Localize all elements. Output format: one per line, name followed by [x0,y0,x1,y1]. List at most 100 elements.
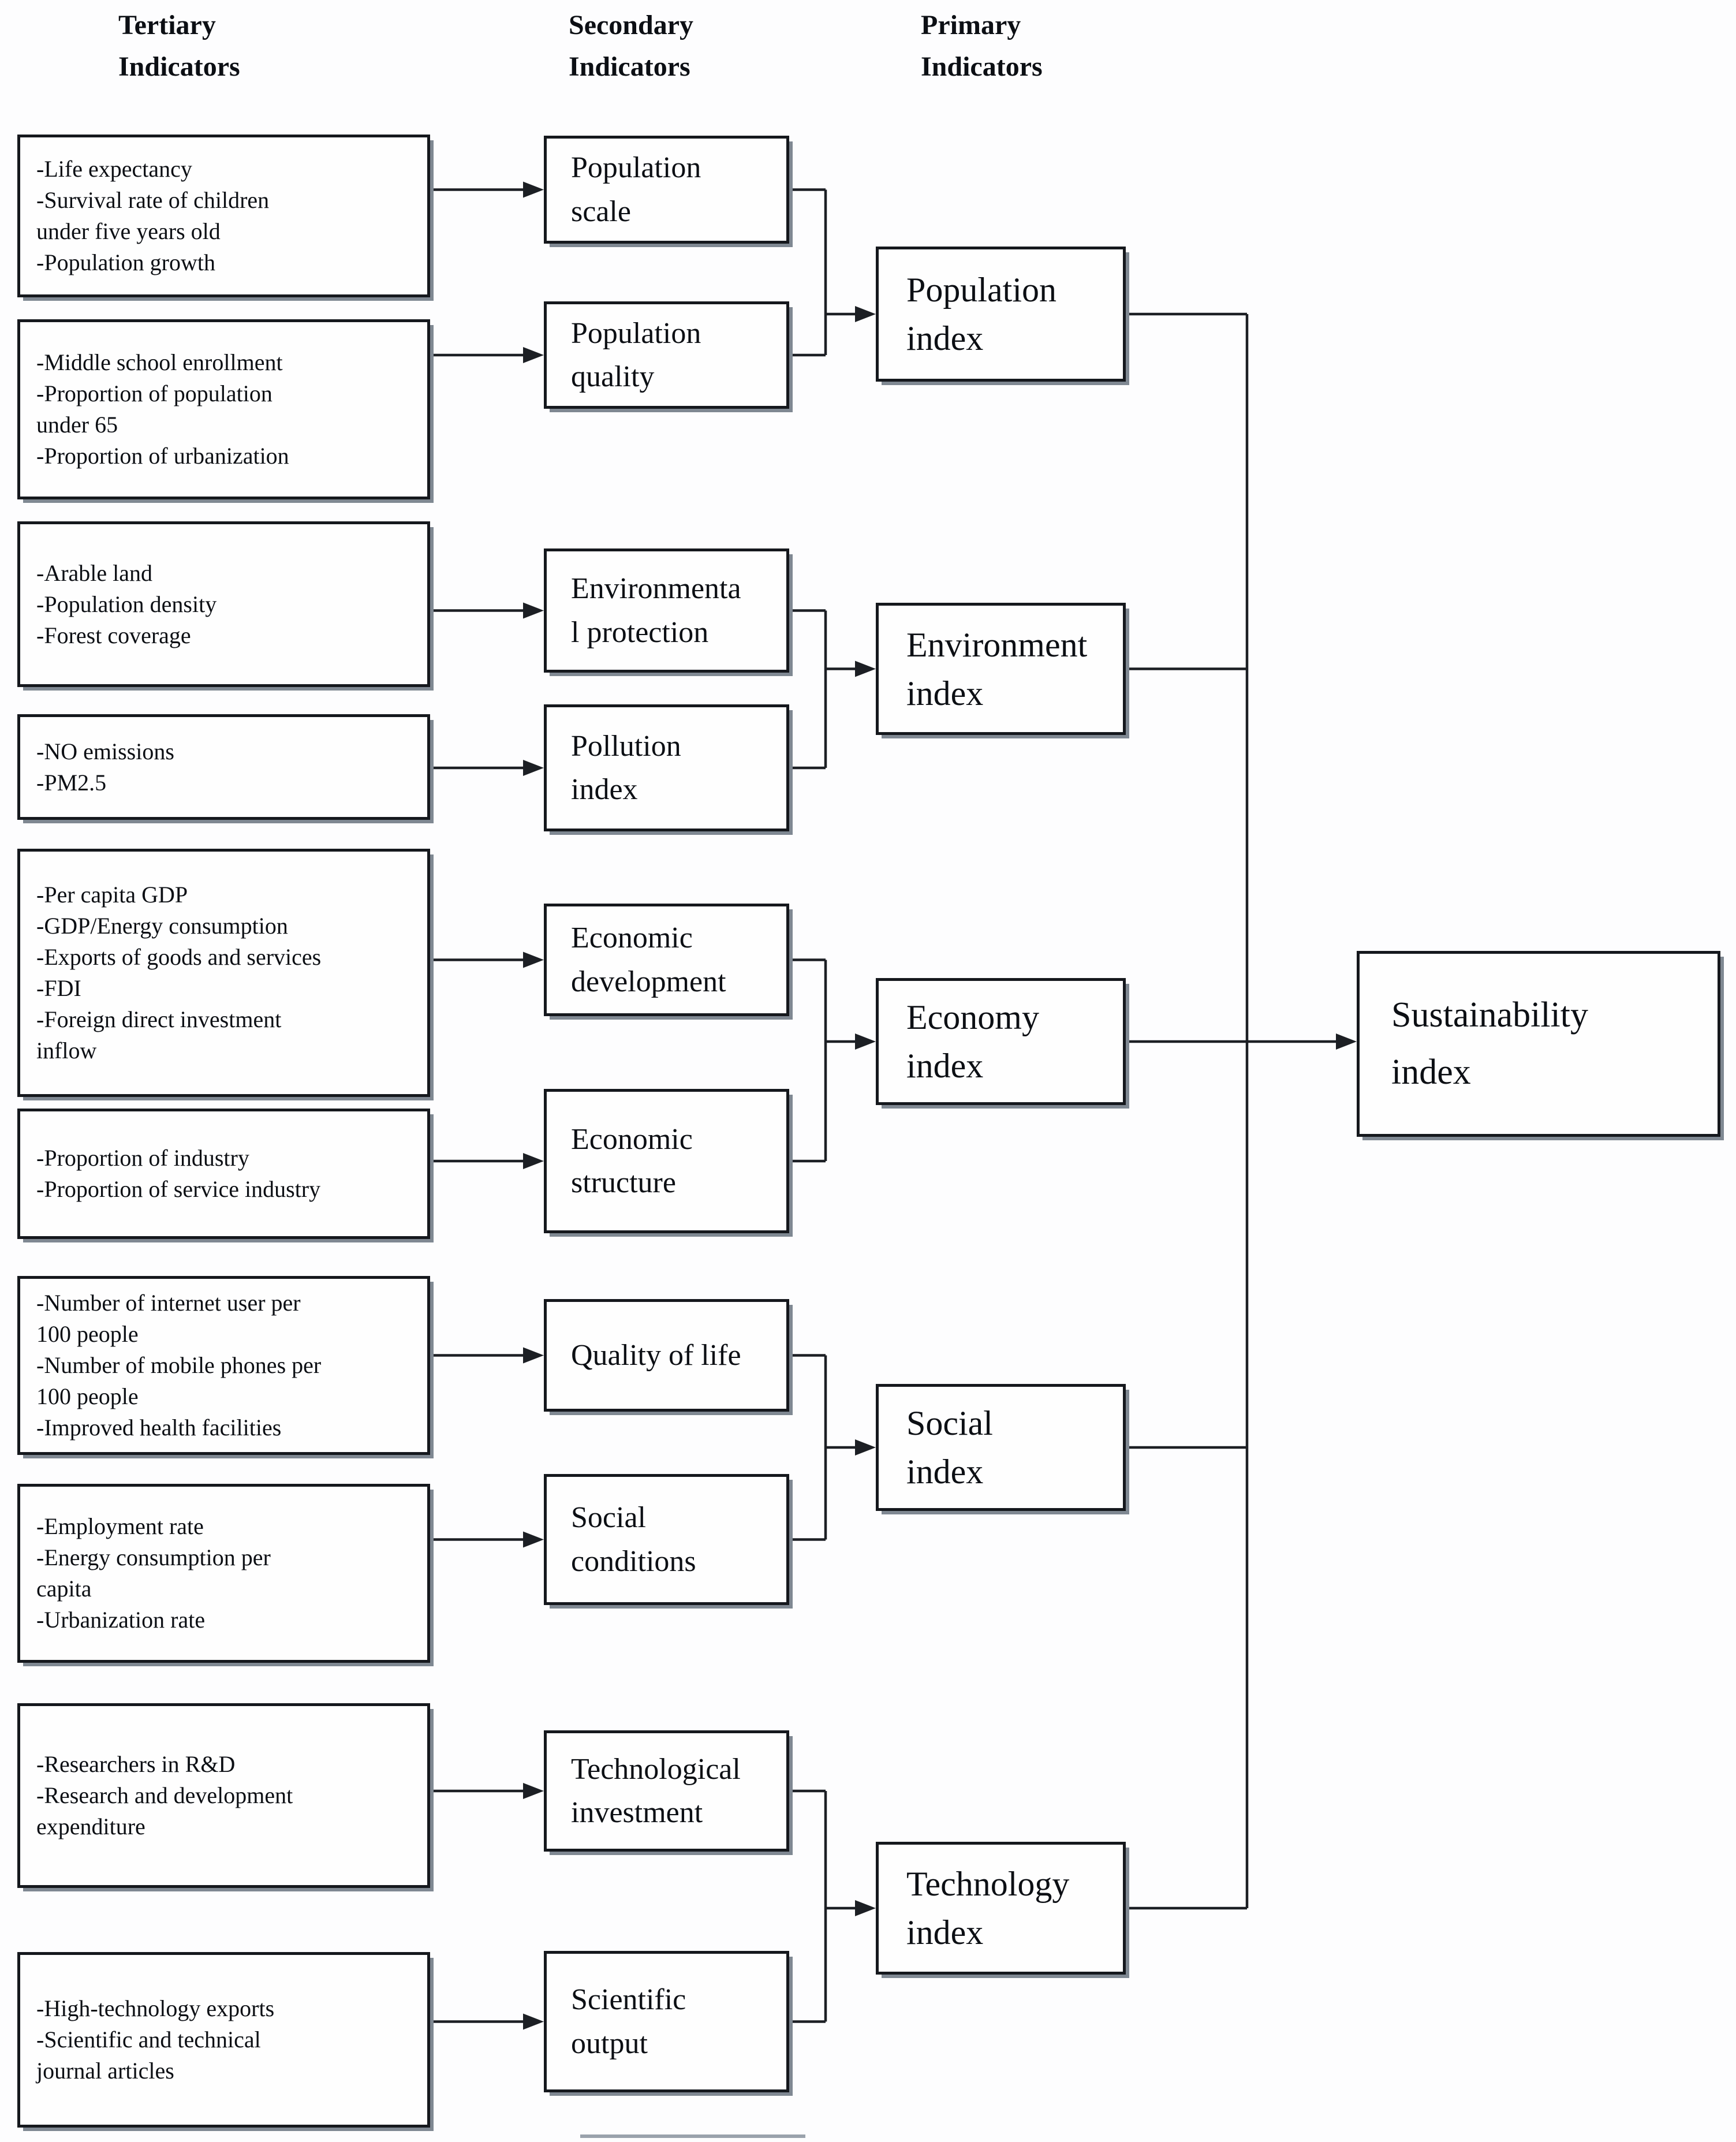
indicator-line: under 65 [36,412,118,438]
tertiary-box-pollution: -NO emissions -PM2.5 [17,714,430,820]
indicator-line: -Population density [36,591,217,617]
box-label-line: Pollution [571,729,681,763]
column-header-secondary: Secondary Indicators [569,5,693,88]
indicator-line: -Proportion of service industry [36,1176,321,1202]
box-label-line: index [906,1047,984,1085]
indicator-line: -Employment rate [36,1513,204,1539]
secondary-box-social-conditions: Social conditions [544,1474,789,1605]
indicator-line: -Number of internet user per [36,1290,301,1316]
column-header-line: Indicators [921,51,1043,82]
indicator-line: -Scientific and technical [36,2027,261,2053]
tertiary-box-economic-structure: -Proportion of industry -Proportion of s… [17,1109,430,1239]
connector-tertiary-4-arrowhead-icon [523,760,544,776]
connector-primary-1-arrowhead-icon [855,306,876,322]
indicator-line: -Population growth [36,249,215,275]
indicator-line: -Arable land [36,559,153,586]
indicator-line: inflow [36,1038,97,1063]
column-header-primary: Primary Indicators [921,5,1043,88]
tertiary-box-population-scale: -Life expectancy -Survival rate of child… [17,135,430,297]
box-label-line: output [571,2027,648,2060]
connector-tertiary-10-arrowhead-icon [523,2013,544,2030]
indicator-line: -Proportion of industry [36,1145,249,1171]
tertiary-box-environmental-protection: -Arable land -Population density -Forest… [17,521,430,687]
box-label-line: Economic [571,921,693,955]
secondary-box-technological-investment: Technological investment [544,1730,789,1852]
box-label-line: Social [571,1501,646,1535]
secondary-box-pollution-index: Pollution index [544,704,789,831]
box-label-line: development [571,965,726,998]
indicator-line: -Forest coverage [36,622,191,648]
primary-box-technology-index: Technology index [876,1842,1126,1975]
indicator-line: 100 people [36,1383,139,1409]
indicator-line: -Life expectancy [36,156,192,182]
connector-tertiary-1-arrowhead-icon [523,181,544,198]
primary-box-environment-index: Environment index [876,603,1126,735]
connector-tertiary-2-arrowhead-icon [523,347,544,363]
column-header-line: Primary [921,10,1021,40]
indicator-line: -Number of mobile phones per [36,1352,322,1378]
box-label-line: Economic [571,1122,693,1156]
connector-tertiary-3-arrowhead-icon [523,602,544,619]
connector-primary-4-arrowhead-icon [855,1439,876,1456]
indicator-line: -Survival rate of children [36,187,270,213]
secondary-box-economic-structure: Economic structure [544,1089,789,1233]
indicator-line: -FDI [36,975,81,1001]
box-label-line: scale [571,195,631,228]
indicator-line: capita [36,1576,92,1602]
indicator-line: -NO emissions [36,738,174,764]
indicator-line: -Per capita GDP [36,882,188,908]
box-label-line: index [1391,1053,1471,1092]
tertiary-box-scientific-output: -High-technology exports -Scientific and… [17,1952,430,2128]
primary-box-social-index: Social index [876,1384,1126,1511]
box-label-line: quality [571,360,655,393]
box-label-line: Population [571,316,701,350]
box-label-line: index [906,319,984,357]
box-label-line: investment [571,1796,703,1829]
tertiary-box-technological-investment: -Researchers in R&D -Research and develo… [17,1703,430,1888]
indicator-line: -Proportion of population [36,380,272,406]
connector-primary-2-arrowhead-icon [855,660,876,677]
box-label-line: Technological [571,1752,741,1786]
indicator-line: -High-technology exports [36,1995,275,2021]
sustainability-index-box: Sustainability index [1357,951,1720,1137]
secondary-box-population-quality: Population quality [544,301,789,409]
indicator-line: -Research and development [36,1782,293,1808]
column-header-tertiary: Tertiary Indicators [118,5,240,88]
box-label-line: Economy [906,998,1039,1036]
primary-box-economy-index: Economy index [876,978,1126,1105]
column-header-line: Indicators [569,51,690,82]
box-label-line: Quality of life [571,1338,741,1372]
column-header-line: Secondary [569,10,693,40]
indicator-line: expenditure [36,1813,145,1839]
secondary-box-economic-development: Economic development [544,904,789,1016]
box-label-line: Environment [906,625,1088,664]
connector-tertiary-6-arrowhead-icon [523,1153,544,1169]
column-header-line: Tertiary [118,10,216,40]
primary-box-population-index: Population index [876,247,1126,382]
box-label-line: l protection [571,615,709,649]
box-label-line: Population [906,271,1057,309]
box-label-line: index [906,1913,984,1951]
box-label-line: index [906,1453,984,1491]
connector-tertiary-7-arrowhead-icon [523,1347,544,1364]
box-label-line: structure [571,1166,676,1199]
connector-primary-3-arrowhead-icon [855,1033,876,1050]
secondary-box-population-scale: Population scale [544,136,789,244]
tertiary-box-population-quality: -Middle school enrollment -Proportion of… [17,319,430,499]
indicator-line: -Proportion of urbanization [36,443,289,469]
indicator-line: -GDP/Energy consumption [36,913,288,939]
box-label-line: Technology [906,1865,1070,1903]
tertiary-box-social-conditions: -Employment rate -Energy consumption per… [17,1484,430,1663]
connector-primary-5-arrowhead-icon [855,1900,876,1916]
box-label-line: Sustainability [1391,995,1588,1035]
box-label-line: Scientific [571,1983,686,2017]
box-label-line: Social [906,1404,993,1442]
connector-tertiary-8-arrowhead-icon [523,1531,544,1548]
connector-tertiary-9-arrowhead-icon [523,1783,544,1799]
indicator-line: -Urbanization rate [36,1607,206,1633]
box-label-line: Environmenta [571,572,741,606]
indicator-line: under five years old [36,218,221,244]
indicator-line: -Foreign direct investment [36,1006,282,1032]
connector-sustainability-arrowhead-icon [1336,1033,1357,1050]
